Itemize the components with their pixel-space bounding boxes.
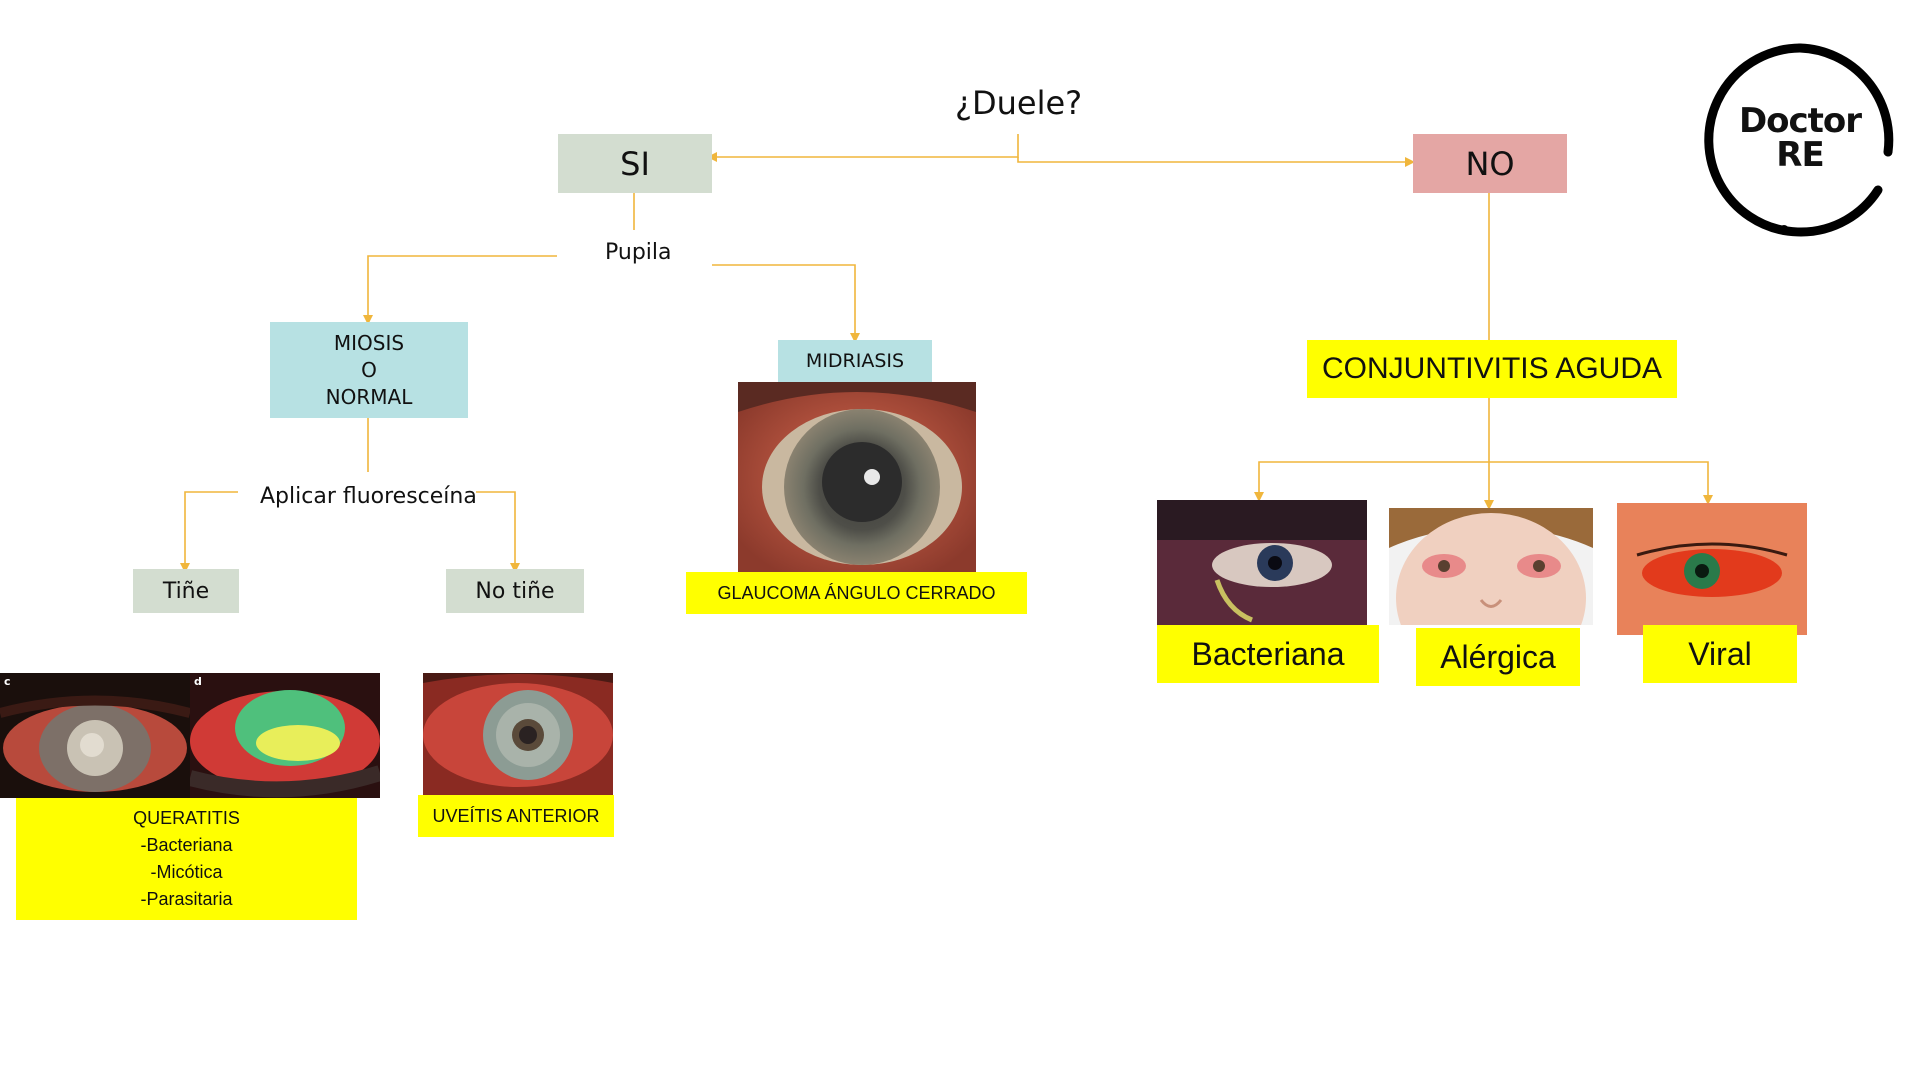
bacteriana-label: Bacteriana [1157,625,1379,683]
panel-d-letter: d [194,675,202,688]
arrow-to-bacteriana [1254,461,1489,502]
logo-line1: Doctor [1738,101,1862,141]
queratitis-box: QUERATITIS -Bacteriana -Micótica -Parasi… [16,798,357,920]
queratitis-title: QUERATITIS [133,808,240,828]
midriasis-box: MIDRIASIS [778,340,932,382]
queratitis-eye-image-d: d [190,673,380,798]
viral-label: Viral [1643,625,1797,683]
miosis-box: MIOSIS O NORMAL [270,322,468,418]
no-box: NO [1413,134,1567,193]
conjuntivitis-box: CONJUNTIVITIS AGUDA [1307,340,1677,398]
tine-box: Tiñe [133,569,239,613]
panel-c-letter: c [4,675,11,688]
arrow-to-no-tine [476,491,520,573]
miosis-line2: O [361,357,377,382]
alergica-face-image [1389,508,1593,625]
arrow-to-viral [1489,461,1713,505]
no-tine-box: No tiñe [446,569,584,613]
glaucoma-eye-image [738,382,976,572]
queratitis-micotica: -Micótica [150,862,223,882]
uveitis-label: UVEÍTIS ANTERIOR [418,795,614,837]
queratitis-bacteriana: -Bacteriana [140,835,233,855]
miosis-line3: NORMAL [325,384,413,409]
queratitis-parasitaria: -Parasitaria [140,889,233,909]
arrow-to-midriasis [712,264,860,343]
pupila-label: Pupila [605,240,672,265]
bacteriana-eye-image [1157,500,1367,625]
root-question: ¿Duele? [955,84,1083,122]
arrow-to-no [1017,157,1415,167]
alergica-label: Alérgica [1416,628,1580,686]
viral-eye-image [1617,503,1807,635]
glaucoma-label: GLAUCOMA ÁNGULO CERRADO [686,572,1027,614]
si-box: SI [558,134,712,193]
queratitis-eye-image-c: c [0,673,190,798]
uveitis-eye-image [423,673,613,795]
arrow-to-tine [180,491,238,573]
doctor-re-logo: Doctor RE [1700,40,1900,240]
logo-ring [1704,43,1894,237]
logo-line2: RE [1776,135,1824,175]
fluoresceina-label: Aplicar fluoresceína [260,484,477,509]
arrow-to-si [707,134,1019,162]
arrow-to-miosis [363,255,557,325]
miosis-line1: MIOSIS [333,330,405,355]
